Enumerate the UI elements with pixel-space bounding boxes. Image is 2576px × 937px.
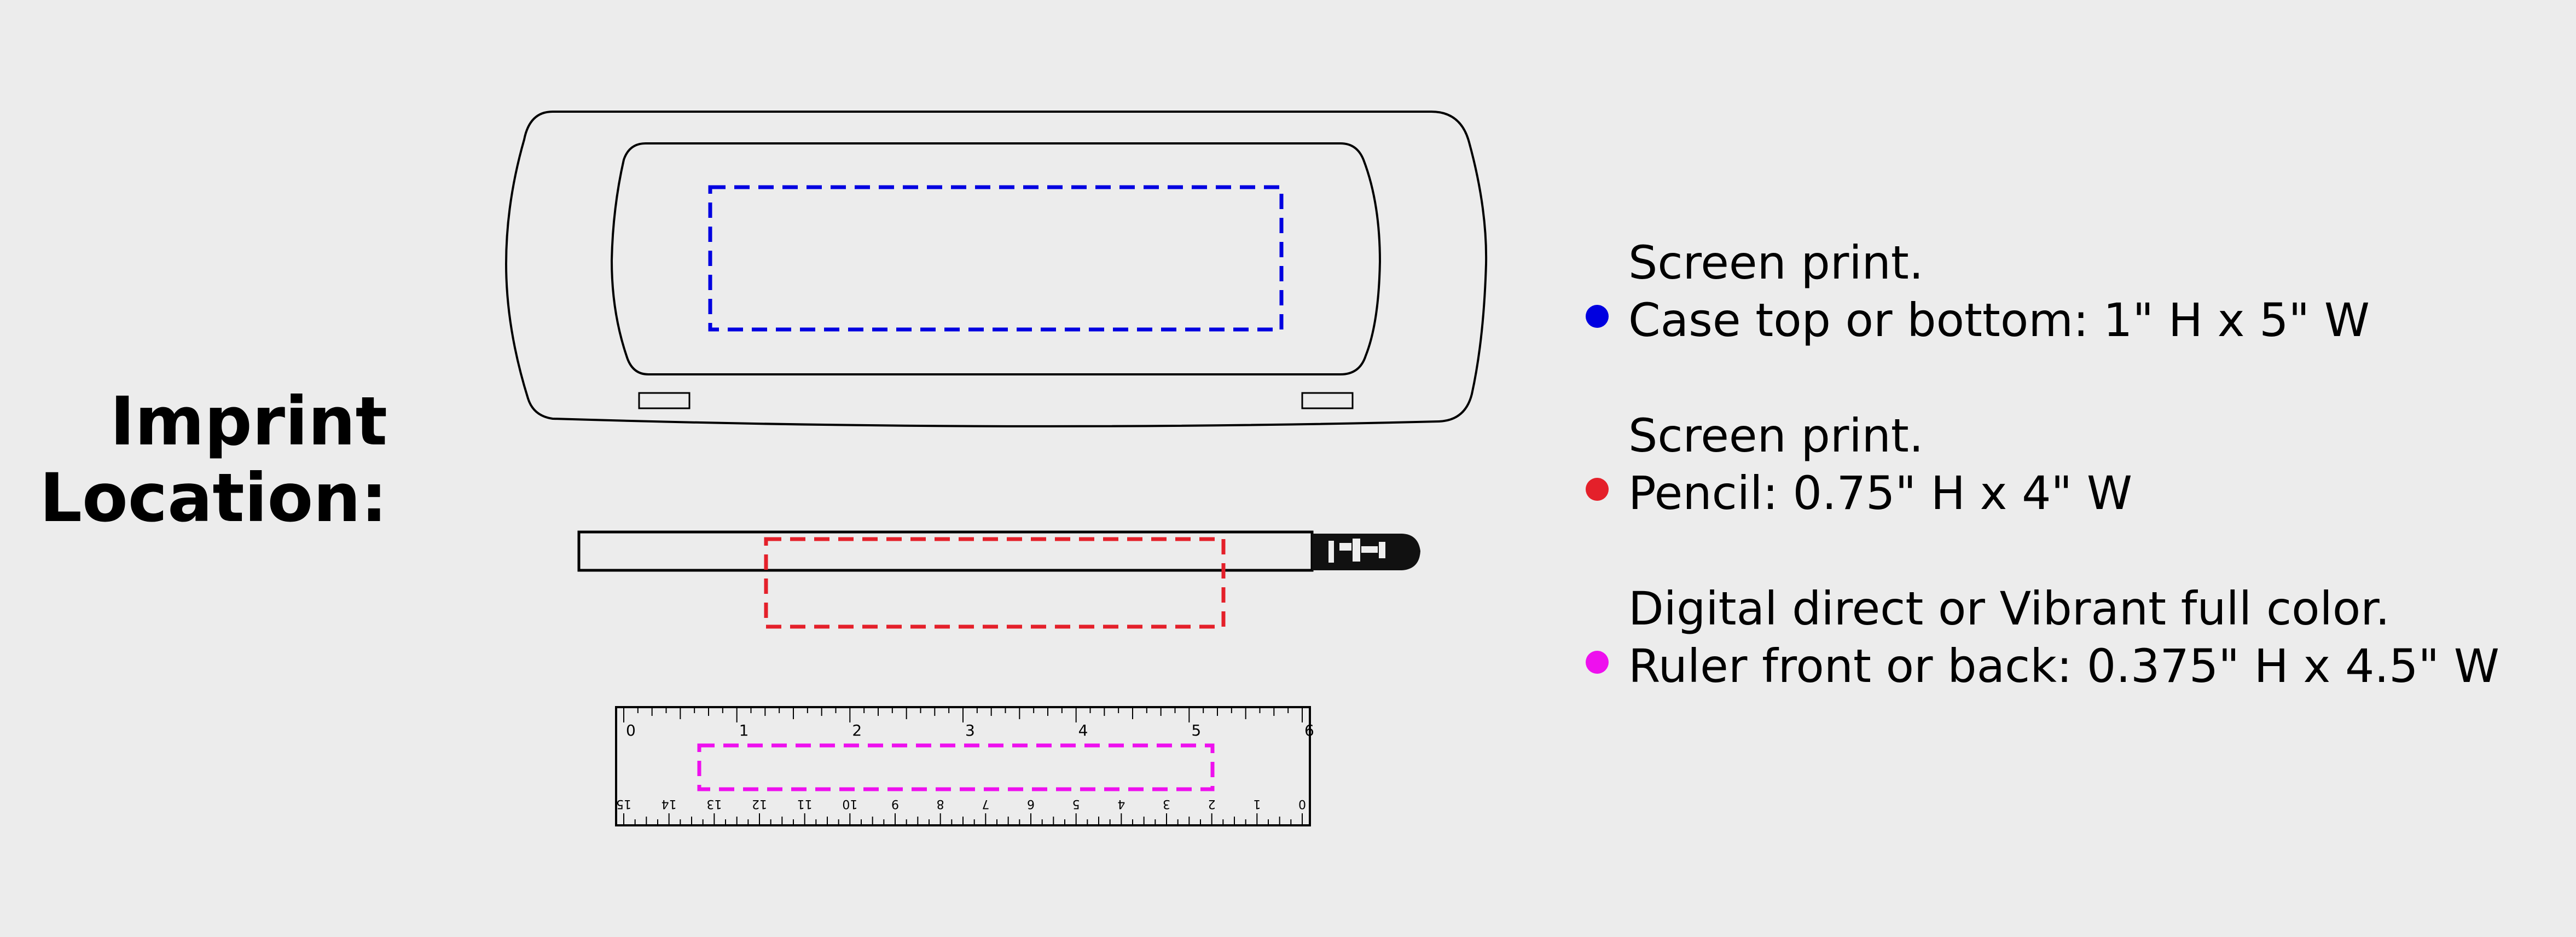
pencil-cap-stripe [1328,541,1334,563]
heading-line-2: Location: [39,459,387,537]
spec-case: Screen print. Case top or bottom: 1" H x… [1586,234,2370,349]
pencil-case-inner-outline [610,142,1382,375]
case-imprint-area [708,185,1284,332]
pencil-cap-stripe-3 [1353,539,1360,562]
pencil-case-hinge-left [638,392,691,409]
spec-case-method: Screen print. [1628,236,1924,290]
ruler-body [615,706,1311,826]
ruler-bottom-label: 8 [937,797,944,811]
spec-case-detail: Case top or bottom: 1" H x 5" W [1628,293,2370,347]
ruler-bottom-label: 12 [752,797,767,811]
ruler-bottom-label: 7 [982,797,989,811]
ruler-top-label: 1 [739,721,749,739]
ruler-ticks-bottom [623,813,1303,824]
ruler-bottom-label: 6 [1027,797,1035,811]
ruler-marker-dot [1586,651,1609,674]
ruler-bottom-label: 0 [1298,797,1306,811]
pencil-marker-dot [1586,478,1609,501]
imprint-location-heading: Imprint Location: [4,383,387,536]
ruler-labels-top: 0 1 2 3 4 5 6 [626,721,1314,739]
pencil-case [504,111,1488,427]
heading-line-1: Imprint [109,383,387,460]
spec-ruler-method: Digital direct or Vibrant full color. [1628,582,2390,635]
ruler-imprint-area [697,743,1215,791]
ruler-bottom-label: 5 [1072,797,1080,811]
ruler-bottom-label: 4 [1117,797,1125,811]
spec-pencil: Screen print. Pencil: 0.75" H x 4" W [1586,407,2132,522]
ruler-bottom-label: 15 [616,797,631,811]
ruler-bottom-label: 14 [662,797,677,811]
ruler-bottom-label: 9 [891,797,899,811]
ruler-ticks-top [623,708,1303,722]
pencil-case-outer-outline [504,111,1488,427]
pencil-cap-stripe-2 [1339,543,1351,551]
spec-pencil-detail: Pencil: 0.75" H x 4" W [1628,466,2132,520]
ruler-top-label: 5 [1191,721,1201,739]
ruler-top-label: 4 [1078,721,1088,739]
pencil-case-hinge-right [1301,392,1354,409]
pencil-cap-stripe-5 [1379,542,1385,558]
ruler-top-label: 6 [1304,721,1314,739]
ruler-bottom-label: 11 [797,797,813,811]
case-marker-dot [1586,305,1609,328]
spec-ruler-detail: Ruler front or back: 0.375" H x 4.5" W [1628,639,2499,693]
ruler-bottom-label: 2 [1208,797,1216,811]
ruler-top-label: 3 [965,721,975,739]
spec-pencil-method: Screen print. [1628,409,1924,462]
ruler-bottom-label: 13 [706,797,722,811]
ruler-bottom-label: 1 [1253,797,1261,811]
pencil [577,530,1420,572]
ruler-top-label: 2 [852,721,862,739]
ruler-top-label: 0 [626,721,636,739]
pencil-imprint-area [764,537,1226,629]
ruler-bottom-label: 3 [1163,797,1170,811]
spec-ruler: Digital direct or Vibrant full color. Ru… [1586,580,2499,695]
ruler-bottom-label: 10 [842,797,857,811]
pencil-cap-stripe-4 [1361,546,1378,553]
